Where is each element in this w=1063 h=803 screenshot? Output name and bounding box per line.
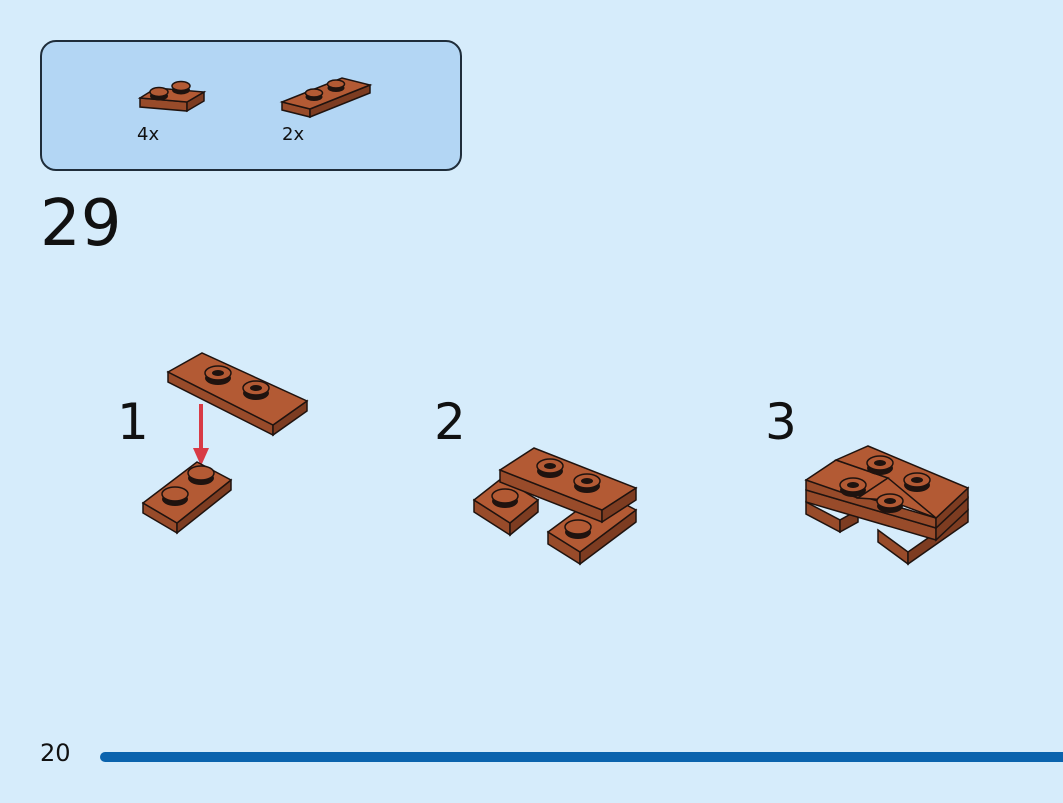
substep-3-illustration	[804, 445, 970, 566]
part-count: 2x	[282, 124, 305, 145]
substep-label: 1	[117, 393, 149, 451]
progress-bar	[100, 752, 1063, 762]
substep-label: 3	[765, 393, 797, 451]
substep-label: 2	[434, 393, 466, 451]
substep-1-illustration	[141, 352, 309, 535]
brick-plate-1x3-icon	[279, 77, 373, 119]
part-count: 4x	[137, 124, 160, 145]
brick-plate-1x2-icon	[137, 80, 207, 113]
parts-list-panel: 4x 2x	[40, 40, 462, 171]
substep-2-illustration	[472, 447, 638, 566]
step-number: 29	[40, 187, 122, 261]
page-number: 20	[40, 739, 71, 767]
